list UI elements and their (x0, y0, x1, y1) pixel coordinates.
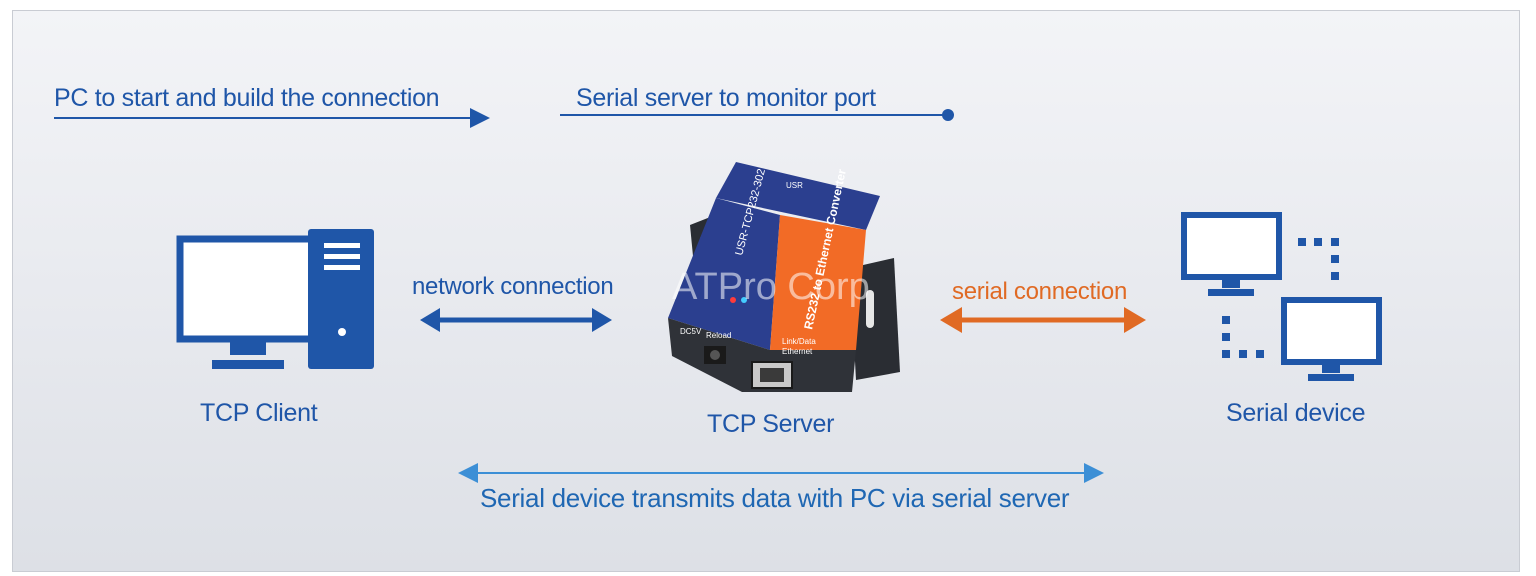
pc-start-connection-label: PC to start and build the connection (54, 84, 440, 112)
serial-device-dot-links (1222, 238, 1339, 358)
data-transmission-caption: Serial device transmits data with PC via… (480, 483, 1070, 513)
serial-server-device: USR USR-TCP232-302 RS232 to Ethernet Con… (668, 162, 900, 392)
serial-device-monitor-top (1181, 212, 1282, 296)
serial-device-monitor-bottom (1281, 297, 1382, 381)
svg-text:DC5V: DC5V (680, 327, 702, 336)
serial-device-label: Serial device (1226, 399, 1366, 427)
monitor-port-dot (942, 109, 954, 121)
serial-connection-label: serial connection (952, 278, 1128, 305)
serial-double-arrow (940, 307, 1146, 333)
svg-text:USR: USR (786, 181, 803, 190)
svg-text:Link/Data: Link/Data (782, 337, 816, 346)
svg-text:Ethernet: Ethernet (782, 347, 813, 356)
watermark: ATPro Corp (672, 266, 870, 308)
network-connection-label: network connection (412, 273, 614, 300)
pc-icon (176, 229, 374, 369)
network-double-arrow (420, 308, 612, 332)
server-monitor-port-label: Serial server to monitor port (576, 84, 876, 112)
tcp-client-label: TCP Client (200, 399, 318, 427)
tcp-server-label: TCP Server (707, 410, 835, 438)
svg-text:Reload: Reload (706, 331, 731, 340)
